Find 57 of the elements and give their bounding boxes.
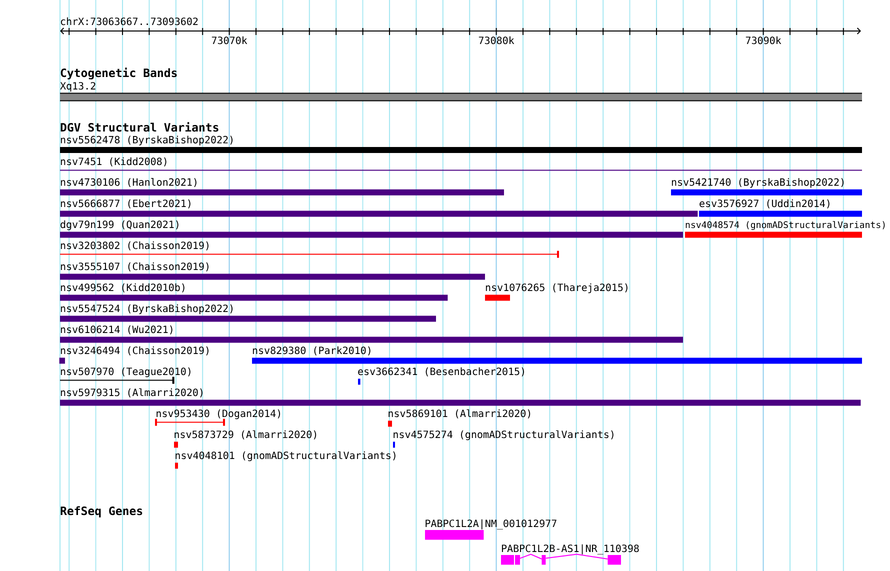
variant-line: nsv3203802 (Chaisson2019) <box>60 241 559 258</box>
variant-bar: nsv5869101 (Almarri2020) <box>388 409 530 427</box>
chromosome-band: Xq13.2 <box>60 82 862 102</box>
track-heading: Cytogenetic Bands <box>60 68 177 80</box>
node-label: nsv3246494 (Chaisson2019) <box>60 346 208 356</box>
node-label: esv3662341 (Besenbacher2015) <box>358 367 524 376</box>
node-label: nsv4048574 (gnomADStructuralVariants) <box>686 221 885 230</box>
variant-bar: esv3576927 (Uddin2014) <box>699 199 862 217</box>
variant-bar: nsv1076265 (Thareja2015) <box>485 283 628 301</box>
variant-bar: nsv3555107 (Chaisson2019) <box>60 262 485 280</box>
variant-bar: nsv829380 (Park2010) <box>252 346 862 364</box>
variant-bar: nsv5562478 (ByrskaBishop2022) <box>60 136 862 153</box>
node-label: nsv5547524 (ByrskaBishop2022) <box>60 304 232 314</box>
variant-bar: nsv5421740 (ByrskaBishop2022) <box>671 178 862 196</box>
variant-line: nsv507970 (Teague2010) <box>60 367 190 384</box>
node-label: nsv5562478 (ByrskaBishop2022) <box>60 136 232 146</box>
tick-label: 73080k <box>478 36 514 44</box>
track-heading: RefSeq Genes <box>60 506 142 518</box>
node-label: nsv5421740 (ByrskaBishop2022) <box>672 178 844 188</box>
variant-bar: esv3662341 (Besenbacher2015) <box>358 367 524 385</box>
node-label: PABPC1L2B-AS1|NR_110398 <box>502 544 639 554</box>
node-label: nsv829380 (Park2010) <box>252 346 370 356</box>
variant-bar: nsv6106214 (Wu2021) <box>60 325 683 343</box>
node-label: nsv6106214 (Wu2021) <box>60 325 172 334</box>
track-heading: DGV Structural Variants <box>60 122 218 132</box>
locus-heading: chrX:73063667..73093602 <box>60 17 198 26</box>
variant-bar: nsv3246494 (Chaisson2019) <box>59 346 208 364</box>
node-label: nsv499562 (Kidd2010b) <box>60 283 184 292</box>
node-label: nsv5666877 (Ebert2021) <box>60 199 190 208</box>
node-label: dgv79n199 (Quan2021) <box>60 220 178 230</box>
variant-bar: nsv5547524 (ByrskaBishop2022) <box>60 304 436 322</box>
variant-bar: nsv499562 (Kidd2010b) <box>60 283 448 301</box>
node-label: nsv5979315 (Almarri2020) <box>60 388 202 398</box>
variant-bar: nsv4730106 (Hanlon2021) <box>60 178 504 196</box>
variant-bar: nsv5979315 (Almarri2020) <box>60 388 861 406</box>
variant-bar: nsv5873729 (Almarri2020) <box>174 430 316 448</box>
node-label: nsv1076265 (Thareja2015) <box>486 283 628 294</box>
node-label: nsv4730106 (Hanlon2021) <box>60 178 196 188</box>
node-label: esv3576927 (Uddin2014) <box>700 199 830 208</box>
variant-bar: nsv4048101 (gnomADStructuralVariants) <box>175 451 396 469</box>
node-label: Xq13.2 <box>60 82 96 92</box>
node-label: nsv3555107 (Chaisson2019) <box>60 262 208 272</box>
gene-model: PABPC1L2B-AS1|NR_110398 <box>501 544 639 565</box>
variant-line: nsv7451 (Kidd2008) <box>60 157 862 171</box>
tick-label: 73070k <box>212 36 248 44</box>
variant-bar: nsv4048574 (gnomADStructuralVariants) <box>685 221 885 238</box>
node-label: nsv5873729 (Almarri2020) <box>174 430 316 440</box>
variant-bar: nsv4575274 (gnomADStructuralVariants) <box>393 430 614 448</box>
node-label: nsv4575274 (gnomADStructuralVariants) <box>394 430 614 440</box>
tick-label: 73090k <box>746 36 782 44</box>
node-label: nsv5869101 (Almarri2020) <box>388 409 530 418</box>
variant-bar: dgv79n199 (Quan2021) <box>60 220 683 238</box>
node-label: nsv4048101 (gnomADStructuralVariants) <box>176 451 396 462</box>
gene-model: PABPC1L2A|NM_001012977 <box>425 519 556 540</box>
variant-line: nsv953430 (Dogan2014) <box>155 409 280 426</box>
variant-bar: nsv5666877 (Ebert2021) <box>60 199 698 217</box>
node-label: PABPC1L2A|NM_001012977 <box>426 519 556 530</box>
